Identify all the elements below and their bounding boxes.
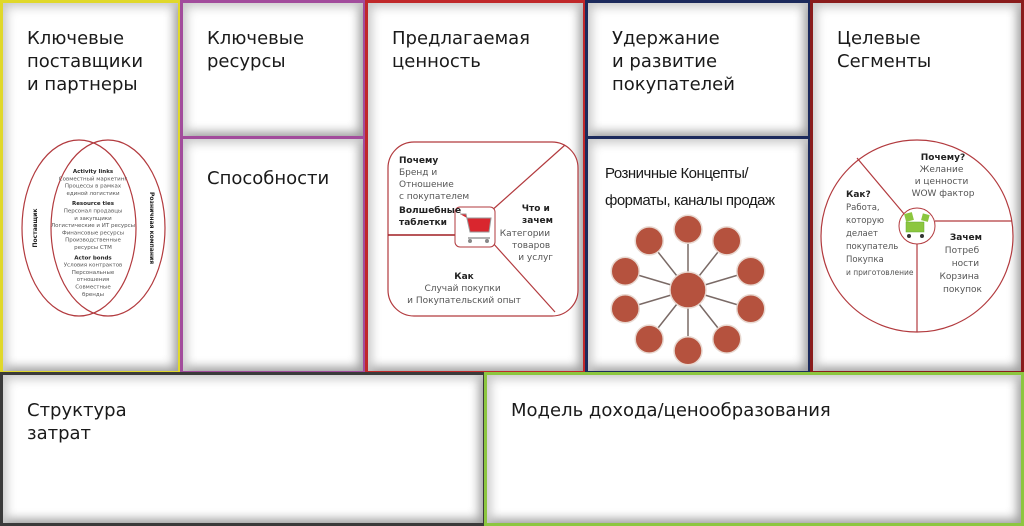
divider xyxy=(856,157,906,216)
venn-text-line: Персонал продавцы xyxy=(64,209,123,215)
channel-bubble xyxy=(736,256,766,286)
venn-text-line: Финансовые ресурсы xyxy=(62,230,124,236)
venn-text-line: Производственные xyxy=(65,238,121,244)
venn-text-line: Процессы в рамках xyxy=(65,184,122,190)
venn-text-line: Resource ties xyxy=(72,201,115,207)
customer-segments-title: Целевые Сегменты xyxy=(837,28,932,72)
channel-bubble xyxy=(610,256,640,286)
channel-bubble xyxy=(634,324,664,354)
retailer-label: Розничная компания xyxy=(148,192,155,264)
venn-text-line: Activity links xyxy=(73,169,114,175)
channels-diagram: Розничные Концепты/ форматы, каналы прод… xyxy=(605,165,775,366)
channel-bubble xyxy=(712,324,742,354)
value-why-title: Почему xyxy=(399,156,438,166)
cost-structure-title: Структура затрат xyxy=(27,400,127,444)
retailer-ellipse xyxy=(50,139,166,317)
segments-diagram: Почему? Желание и ценности WOW фактор Ка… xyxy=(820,139,1014,333)
magic-pills-text: Волшебные таблетки xyxy=(399,205,464,228)
value-proposition-title: Предлагаемая ценность xyxy=(392,28,531,72)
shopping-cart-icon xyxy=(454,206,496,248)
key-partners-block: Ключевые поставщики и партнеры xyxy=(0,0,181,374)
venn-text-line: Совместный маркетинг xyxy=(59,175,128,182)
value-proposition-diagram: Почему Бренд и Отношение с покупателем В… xyxy=(387,141,579,317)
divider xyxy=(491,241,556,313)
value-why-text: Бренд и Отношение с покупателем xyxy=(399,168,469,202)
venn-text-line: бренды xyxy=(82,292,104,298)
venn-text-line: Персональные xyxy=(72,270,115,276)
channel-bubble xyxy=(736,294,766,324)
value-how-title: Как xyxy=(454,272,474,282)
key-resources-block: Ключевые ресурсы xyxy=(180,0,366,139)
venn-text-line: единой логистики xyxy=(66,190,120,197)
capabilities-title: Способности xyxy=(207,168,330,189)
capabilities-block: Способности xyxy=(180,136,366,374)
channel-bubble xyxy=(610,294,640,324)
segments-why-text: Желание и ценности WOW фактор xyxy=(912,165,975,199)
divider xyxy=(489,144,566,213)
channel-hub xyxy=(669,271,707,309)
customer-relationships-title: Удержание и развитие покупателей xyxy=(612,28,735,95)
shopping-stroller-icon xyxy=(898,207,936,245)
partners-venn-diagram: Поставщик Розничная компания Activity li… xyxy=(21,139,166,317)
supplier-label: Поставщик xyxy=(32,209,39,248)
key-resources-title: Ключевые ресурсы xyxy=(207,28,305,72)
venn-text-line: Логистические и ИТ ресурсы xyxy=(51,223,135,229)
channel-bubble xyxy=(673,335,703,366)
revenue-model-title: Модель дохода/ценообразования xyxy=(511,400,831,421)
value-what-text: Категории товаров и услуг xyxy=(500,229,553,263)
channel-bubble xyxy=(673,214,703,245)
venn-text-line: Actor bonds xyxy=(74,255,112,261)
segments-need-text: Потреб ности Корзина покупок xyxy=(939,246,982,295)
segments-how-title: Как? xyxy=(846,190,871,200)
venn-text-line: ресурсы СТМ xyxy=(74,245,112,251)
segments-why-title: Почему? xyxy=(921,153,965,163)
key-partners-title: Ключевые поставщики и партнеры xyxy=(27,28,144,95)
venn-text-line: отношения xyxy=(77,277,109,283)
channels-title: Розничные Концепты/ форматы, каналы прод… xyxy=(605,165,775,209)
supplier-ellipse xyxy=(21,139,137,317)
venn-text-line: Совместные xyxy=(75,285,111,291)
revenue-model-block: Модель дохода/ценообразования xyxy=(484,372,1024,526)
venn-text-line: Условия контрактов xyxy=(64,263,123,269)
channels-block xyxy=(585,136,811,374)
segments-how-text: Работа, которую делает покупатель Покупк… xyxy=(846,203,914,277)
value-what-title: Что и зачем xyxy=(522,204,553,226)
cost-structure-block: Структура затрат xyxy=(0,372,486,526)
channel-bubble xyxy=(712,226,742,256)
value-how-text: Случай покупки и Покупательский опыт xyxy=(407,284,521,306)
channel-bubble xyxy=(634,226,664,256)
segments-need-title: Зачем xyxy=(950,233,982,243)
venn-text-line: и закупщики xyxy=(74,216,112,222)
